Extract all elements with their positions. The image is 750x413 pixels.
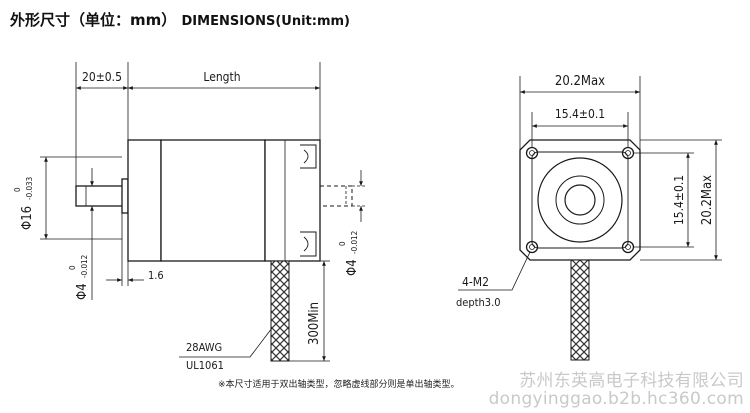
front-boss bbox=[537, 157, 623, 243]
mount-hole-bl bbox=[525, 240, 539, 254]
side-wire bbox=[270, 260, 290, 362]
title-en: DIMENSIONS(Unit:mm) bbox=[181, 14, 350, 29]
watermark-url: dongyinggao.b2b.hc360.com bbox=[488, 389, 744, 409]
dim-boss-tol-lower: -0.033 bbox=[25, 177, 34, 200]
dim-hole-spacing-h: 15.4±0.1 bbox=[555, 107, 605, 121]
motor-body bbox=[160, 139, 266, 262]
title-cn: 外形尺寸（单位：mm） bbox=[10, 11, 177, 29]
front-wire bbox=[570, 259, 590, 361]
front-shaft bbox=[75, 185, 127, 207]
dim-boss-diameter: Φ16 bbox=[20, 206, 35, 230]
dim-rear-shaft-diameter: Φ4 bbox=[345, 259, 360, 276]
front-dimensions bbox=[458, 76, 722, 291]
boss bbox=[121, 178, 129, 214]
dim-shaft-extension: 20±0.5 bbox=[82, 70, 122, 84]
dim-front-shaft-group: Φ4 0 -0.012 bbox=[68, 255, 90, 300]
dim-boss-tol-upper: 0 bbox=[13, 187, 22, 192]
dim-hole-spacing-v: 15.4±0.1 bbox=[672, 175, 686, 225]
mount-hole-br bbox=[621, 240, 635, 254]
wire-standard: UL1061 bbox=[186, 359, 224, 372]
watermark-company: 苏州东英高电子科技有限公司 bbox=[519, 371, 744, 391]
dim-rear-shaft-group: Φ4 0 -0.012 bbox=[338, 231, 360, 276]
dim-front-shaft-tol-lower: -0.012 bbox=[80, 255, 89, 278]
front-view bbox=[519, 139, 641, 261]
side-view bbox=[75, 139, 353, 262]
dim-boss-diameter-group: Φ16 0 -0.033 bbox=[13, 177, 35, 230]
page-title: 外形尺寸（单位：mm） DIMENSIONS(Unit:mm) bbox=[10, 9, 350, 30]
dim-rear-shaft-tol-lower: -0.012 bbox=[350, 231, 359, 254]
dim-overall-height: 20.2Max bbox=[700, 175, 715, 225]
dim-overall-width: 20.2Max bbox=[555, 74, 605, 89]
dim-rear-shaft-tol-upper: 0 bbox=[338, 241, 347, 246]
label-hole-depth: depth3.0 bbox=[456, 296, 501, 309]
front-shaft-end bbox=[564, 184, 596, 216]
dim-lead-length: 300Min bbox=[307, 302, 322, 345]
dim-front-shaft-tol-upper: 0 bbox=[68, 265, 77, 270]
footnote: ※本尺寸适用于双出轴类型，忽略虚线部分则是单出轴类型。 bbox=[218, 380, 460, 390]
dim-front-shaft-diameter: Φ4 bbox=[75, 283, 90, 300]
front-flange bbox=[127, 139, 162, 262]
dim-flange-thickness: 1.6 bbox=[148, 269, 164, 282]
dim-length: Length bbox=[203, 70, 240, 84]
label-mount-holes: 4-M2 bbox=[462, 275, 489, 289]
side-dimensions bbox=[40, 62, 366, 362]
rear-shaft-dashed bbox=[319, 185, 353, 207]
rear-cap bbox=[264, 139, 321, 262]
wire-gauge: 28AWG bbox=[186, 341, 222, 354]
